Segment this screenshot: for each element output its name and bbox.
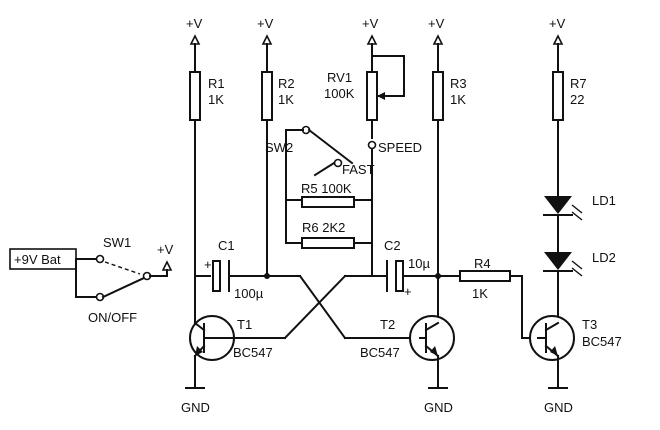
supply-label: +V [186, 16, 203, 31]
battery-label: +9V Bat [14, 252, 61, 267]
r4-name: R4 [474, 256, 491, 271]
c2-value: 10µ [408, 256, 430, 271]
r7-name: R7 [570, 76, 587, 91]
supply-r3: +V [428, 16, 445, 45]
resistor-r2 [261, 71, 273, 121]
r3-name: R3 [450, 76, 467, 91]
c2-name: C2 [384, 238, 401, 253]
speed-label: SPEED [378, 140, 422, 155]
supply-sw1: +V [157, 242, 174, 271]
potentiometer-rv1 [366, 71, 378, 121]
supply-r7: +V [549, 16, 566, 45]
r7-value: 22 [570, 92, 584, 107]
led-ld2: LD2 [543, 250, 616, 277]
t2-type: BC547 [360, 345, 400, 360]
t2-name: T2 [380, 317, 395, 332]
sw2-label: SW2 [265, 140, 293, 155]
ld2-label: LD2 [592, 250, 616, 265]
r2-name: R2 [278, 76, 295, 91]
led-ld1: LD1 [543, 193, 616, 221]
c1-plus: + [204, 257, 212, 272]
r1-name: R1 [208, 76, 225, 91]
r6-label: R6 2K2 [302, 220, 345, 235]
supply-label: +V [362, 16, 379, 31]
transistor-t1: T1 BC547 [189, 315, 286, 361]
r3-value: 1K [450, 92, 466, 107]
c2-plus: + [404, 284, 412, 299]
supply-r2: +V [257, 16, 274, 45]
transistor-t3: T3 BC547 [529, 315, 622, 361]
r2-value: 1K [278, 92, 294, 107]
c1-value: 100µ [234, 286, 264, 301]
battery-terminal: +9V Bat [9, 248, 77, 270]
switch-sw2: SW2 FAST SPEED [265, 125, 422, 201]
resistor-r1 [189, 71, 201, 121]
transistor-t2: T2 BC547 [360, 315, 455, 361]
r5-label: R5 100K [301, 181, 352, 196]
ld1-label: LD1 [592, 193, 616, 208]
supply-label: +V [257, 16, 274, 31]
c1-name: C1 [218, 238, 235, 253]
capacitor-c1: + C1 100µ [204, 238, 270, 301]
t1-name: T1 [237, 317, 252, 332]
fast-label: FAST [342, 162, 375, 177]
gnd-label-t3: GND [544, 400, 573, 415]
supply-r1: +V [186, 16, 203, 45]
switch-sw1: SW1 ON/OFF [75, 235, 168, 325]
r1-value: 1K [208, 92, 224, 107]
t3-type: BC547 [582, 334, 622, 349]
t1-type: BC547 [233, 345, 273, 360]
r4-value: 1K [472, 286, 488, 301]
capacitor-c2: + C2 10µ [384, 238, 441, 299]
resistor-r4: R4 1K [459, 256, 511, 301]
supply-label: +V [549, 16, 566, 31]
onoff-label: ON/OFF [88, 310, 137, 325]
sw1-label: SW1 [103, 235, 131, 250]
t3-name: T3 [582, 317, 597, 332]
gnd-label-t1: GND [181, 400, 210, 415]
resistor-r5: R5 100K [301, 181, 355, 208]
supply-label: +V [428, 16, 445, 31]
rv1-value: 100K [324, 86, 355, 101]
rv1-name: RV1 [327, 70, 352, 85]
resistor-r7 [552, 71, 564, 121]
resistor-r3 [432, 71, 444, 121]
gnd-label-t2: GND [424, 400, 453, 415]
supply-rv1: +V [362, 16, 379, 45]
supply-label: +V [157, 242, 174, 257]
resistor-r6: R6 2K2 [301, 220, 355, 249]
